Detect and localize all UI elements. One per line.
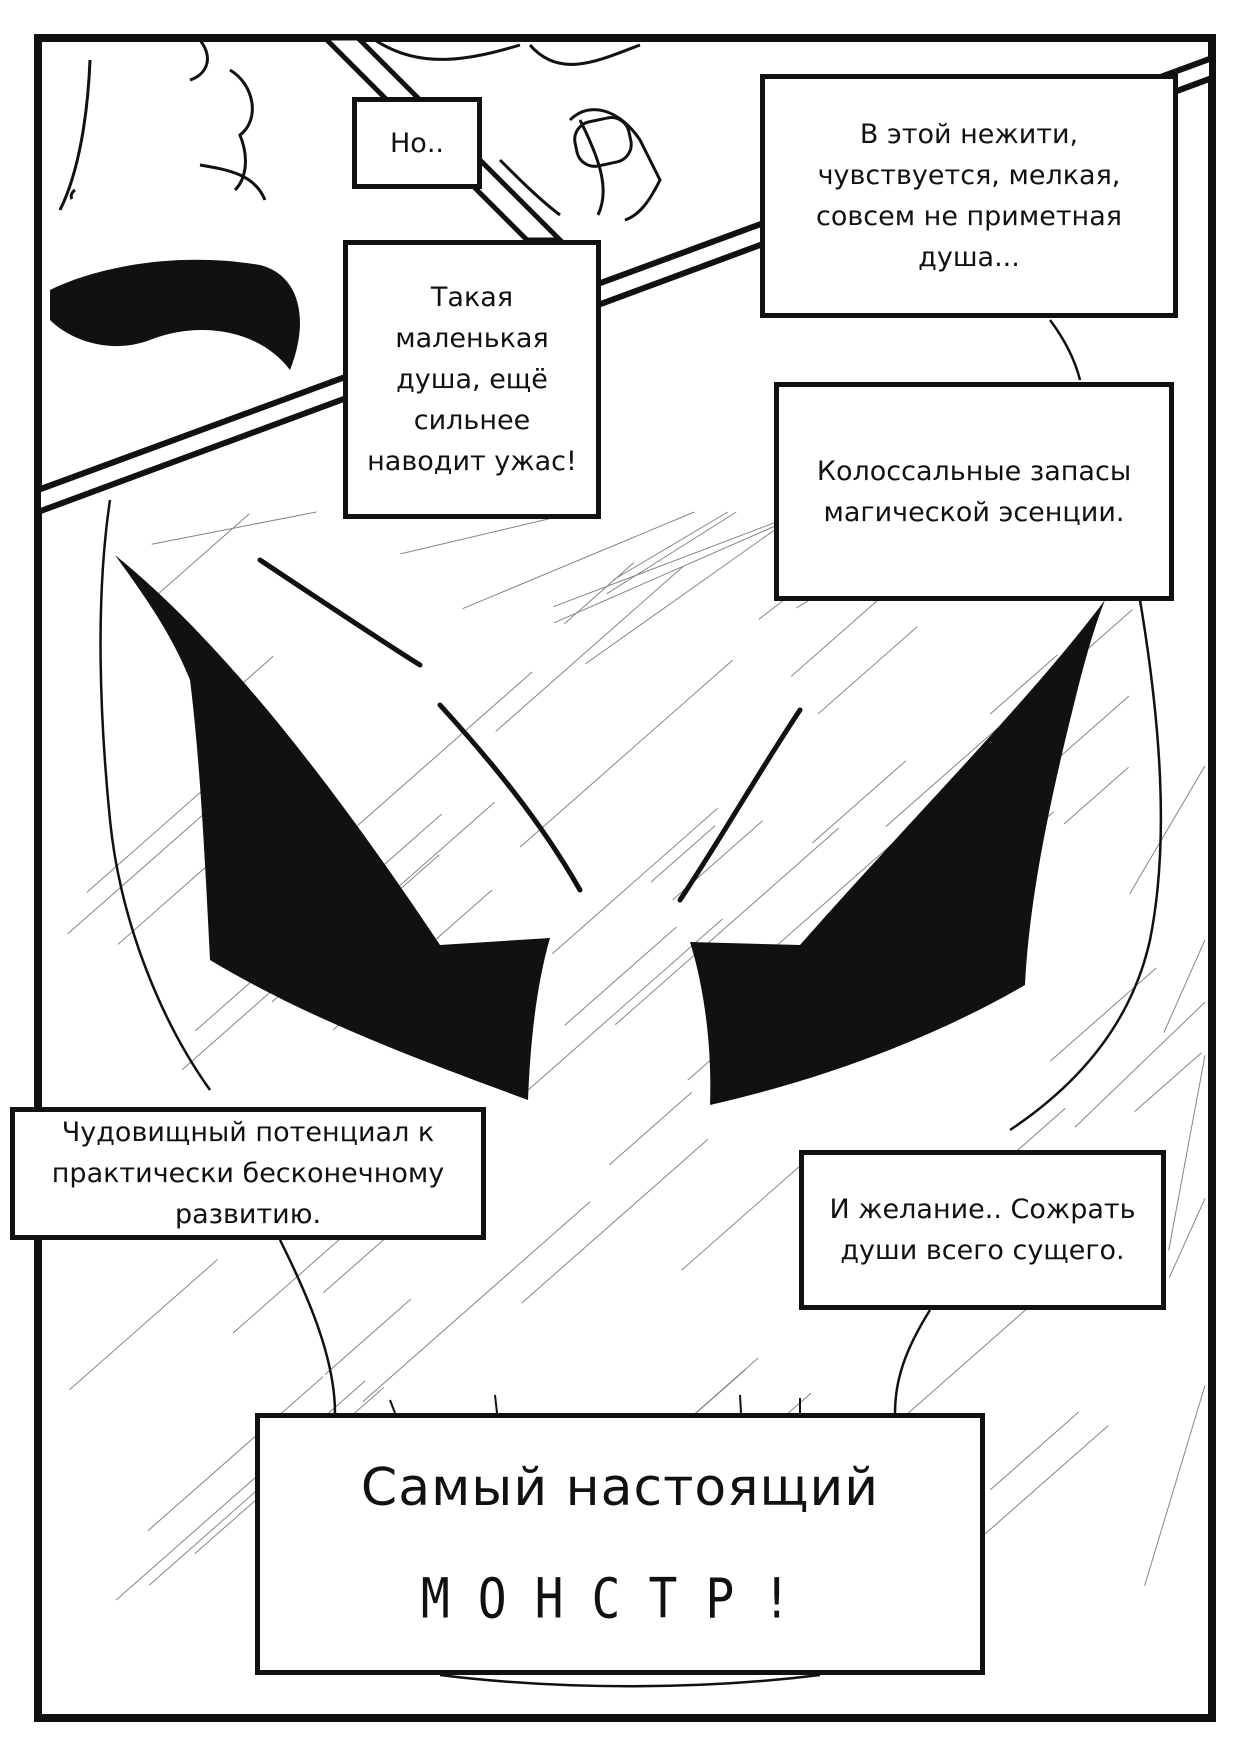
caption-potential: Чудовищный потенциал к практически беско…: [10, 1107, 486, 1240]
speed-line: [990, 1411, 1080, 1491]
final-line-monster: МОНСТР!: [420, 1566, 820, 1632]
brow-strokes: [257, 557, 803, 903]
speed-line: [812, 760, 907, 844]
speed-line: [1129, 765, 1206, 894]
speed-line: [817, 626, 918, 715]
speed-line: [552, 511, 803, 608]
speed-line: [69, 1259, 218, 1391]
speed-line: [362, 1201, 591, 1403]
hatch-marks: [389, 1394, 801, 1414]
caption-small-soul: Такая маленькая душа, ещё сильнее наводи…: [343, 240, 601, 519]
speed-line: [564, 562, 635, 625]
speed-line: [681, 1149, 819, 1271]
speed-line: [521, 1138, 709, 1304]
speed-line: [1063, 766, 1129, 825]
speed-line: [551, 807, 718, 955]
caption-desire: И желание.. Сожрать души всего сущего.: [799, 1150, 1166, 1310]
speed-line: [1163, 939, 1206, 1033]
speed-line: [152, 513, 250, 599]
caption-magic-reserves: Колоссальные запасы магической эсенции.: [774, 382, 1174, 601]
speed-line: [525, 918, 723, 1093]
speed-line: [148, 1491, 257, 1586]
figure-outline: [99, 319, 1163, 1688]
caption-undead-soul: В этой нежити, чувствуется, мелкая, совс…: [760, 74, 1178, 318]
speed-line: [462, 511, 695, 610]
speed-line: [495, 565, 685, 732]
speed-line: [1144, 1385, 1206, 1587]
speed-line: [585, 511, 801, 665]
speed-line: [608, 1091, 693, 1166]
speed-line: [1074, 1001, 1206, 1128]
beard-shading: [50, 259, 300, 370]
speed-line: [564, 926, 677, 1026]
speed-line: [553, 511, 808, 624]
face-left-artwork: [58, 39, 267, 211]
speed-line: [606, 511, 737, 595]
page-frame: [34, 34, 1216, 1722]
speed-line: [1134, 1052, 1202, 1112]
speed-line: [989, 654, 1058, 715]
caption-but: Но..: [352, 97, 482, 189]
speed-line: [1049, 967, 1157, 1062]
speed-line: [613, 511, 729, 581]
caption-final: Самый настоящий МОНСТР!: [255, 1413, 985, 1675]
speed-line: [650, 825, 716, 883]
speed-line: [86, 777, 218, 893]
left-eye-shape: [115, 555, 550, 1100]
speed-line: [519, 659, 733, 848]
final-line-title: Самый настоящий: [360, 1458, 880, 1518]
speed-line: [147, 1376, 324, 1532]
speed-line: [1168, 1055, 1206, 1251]
face-right-artwork: [374, 38, 662, 222]
right-eye-shape: [690, 600, 1105, 1105]
speed-line: [324, 1298, 412, 1375]
speed-line: [1168, 1198, 1206, 1278]
speed-line: [614, 827, 840, 1026]
speed-line: [151, 511, 317, 545]
